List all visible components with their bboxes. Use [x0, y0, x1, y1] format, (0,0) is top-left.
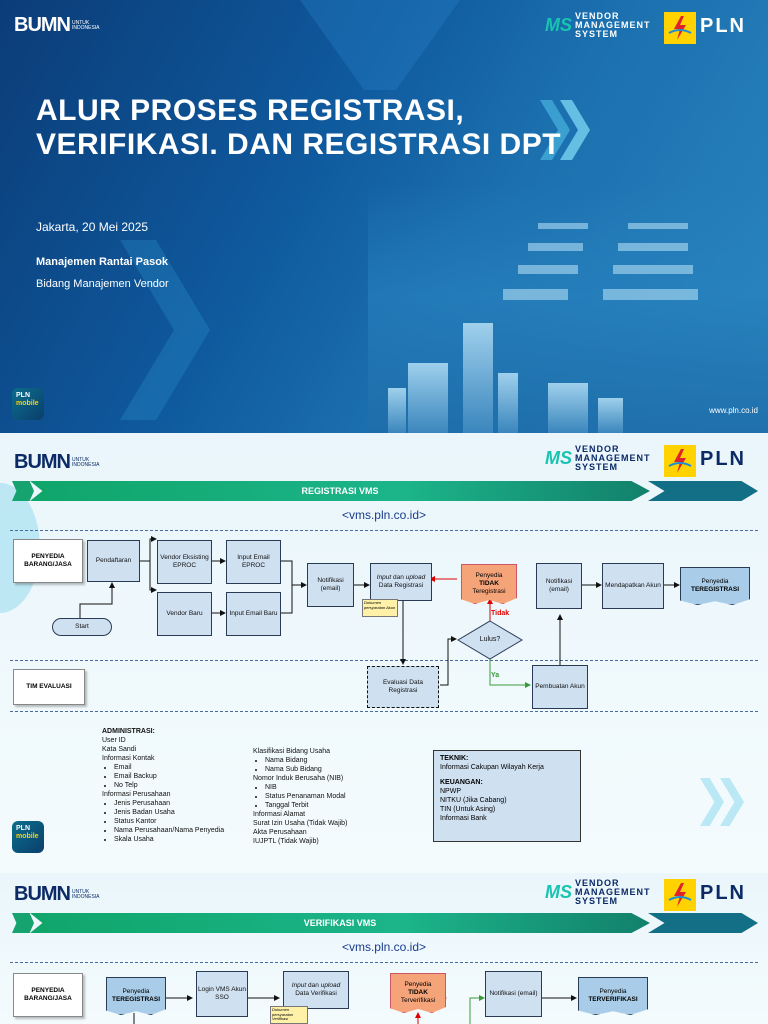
divider: [10, 962, 758, 963]
pln-logo-icon: [664, 879, 696, 911]
node-mendapatkan-akun: Mendapatkan Akun: [602, 563, 664, 609]
node-start: Start: [52, 618, 112, 636]
pln-logo-icon: [664, 445, 696, 477]
list-item: Skala Usaha: [114, 835, 252, 844]
note-dokumen-verifikasi: Dokumen persyaratan Verifikasi: [270, 1006, 308, 1024]
list-heading: Akta Perusahaan: [253, 829, 307, 836]
list-heading: User ID: [102, 737, 126, 744]
node-notifikasi-2: Notifikasi (email): [536, 563, 582, 609]
division-name: Bidang Manajemen Vendor: [36, 278, 169, 290]
list-item: NIB: [265, 783, 403, 792]
node-pendaftaran: Pendaftaran: [87, 540, 140, 582]
node-penyedia-teregistrasi: Penyedia TEREGISTRASI: [680, 567, 750, 605]
list-item: Status Penanaman Modal: [265, 792, 403, 801]
list-heading: Klasifikasi Bidang Usaha: [253, 748, 331, 755]
list-heading: Informasi Perusahaan: [102, 791, 171, 798]
list-item: Nama Sub Bidang: [265, 765, 403, 774]
node-vendor-baru: Vendor Baru: [157, 592, 212, 636]
node-notifikasi: Notifikasi (email): [485, 971, 542, 1017]
list-item: No Telp: [114, 781, 252, 790]
website-url: www.pln.co.id: [709, 406, 758, 415]
divider: [10, 711, 758, 712]
node-vendor-eksisting: Vendor Eksisting EPROC: [157, 540, 212, 584]
list-heading: Informasi Alamat: [253, 811, 306, 818]
node-lulus-decision: Lulus?: [457, 620, 523, 660]
vms-link[interactable]: <vms.pln.co.id>: [341, 508, 427, 522]
banner-chevron-right: [648, 481, 758, 501]
list-item: Tanggal Terbit: [265, 801, 403, 810]
banner-chevron-left: [12, 913, 34, 933]
slide-title: ALUR PROSES REGISTRASI, VERIFIKASI. DAN …: [36, 94, 562, 161]
node-input-email-eproc: Input Email EPROC: [226, 540, 281, 584]
node-login-vms: Login VMS Akun SSO: [196, 971, 248, 1017]
list-heading: Kata Sandi: [102, 746, 137, 753]
banner-chevron-left: [12, 481, 34, 501]
node-penyedia-teregistrasi: Penyedia TEREGISTRASI: [106, 977, 166, 1015]
node-notifikasi: Notifikasi (email): [307, 563, 354, 607]
city-image: [368, 183, 768, 433]
banner-registrasi: REGISTRASI VMS: [30, 481, 650, 501]
pln-logo-icon: [664, 12, 696, 44]
admin-list-col2: Klasifikasi Bidang UsahaNama BidangNama …: [253, 747, 403, 846]
top-shape: [300, 0, 460, 90]
node-input-upload: Input dan upload Data Registrasi: [370, 563, 432, 601]
teknik-keuangan-box: TEKNIK: Informasi Cakupan Wilayah Kerja …: [433, 750, 581, 842]
department-name: Manajemen Rantai Pasok: [36, 256, 169, 268]
list-heading: Informasi Kontak: [102, 755, 155, 762]
list-heading: Surat Izin Usaha (Tidak Wajib): [253, 820, 348, 827]
presentation-date: Jakarta, 20 Mei 2025: [36, 220, 149, 234]
list-item: Nama Perusahaan/Nama Penyedia: [114, 826, 252, 835]
node-pembuatan-akun: Pembuatan Akun: [532, 665, 588, 709]
node-input-upload-verifikasi: Input dan upload Data Verifikasi: [283, 971, 349, 1009]
node-penyedia-tidak-terverifikasi: Penyedia TIDAK Terverifikasi: [390, 973, 446, 1013]
node-penyedia-tidak-teregistrasi: Penyedia TIDAK Teregistrasi: [461, 564, 517, 604]
pln-logo-text: PLN: [700, 882, 746, 904]
node-penyedia-terverifikasi: Penyedia TERVERIFIKASI: [578, 977, 648, 1015]
list-item: Jenis Perusahaan: [114, 799, 252, 808]
banner-chevron-right: [648, 913, 758, 933]
lane-penyedia: PENYEDIA BARANG/JASA: [13, 973, 83, 1017]
list-item: Email: [114, 763, 252, 772]
list-heading: Nomor Induk Berusaha (NIB): [253, 775, 344, 782]
pln-logo-text: PLN: [700, 15, 746, 37]
node-input-email-baru: Input Email Baru: [226, 592, 281, 636]
banner-verifikasi: VERIFIKASI VMS: [30, 913, 650, 933]
list-heading: IUJPTL (Tidak Wajib): [253, 838, 319, 845]
list-item: Jenis Badan Usaha: [114, 808, 252, 817]
list-item: Email Backup: [114, 772, 252, 781]
node-evaluasi: Evaluasi Data Registrasi: [367, 666, 439, 708]
vms-link[interactable]: <vms.pln.co.id>: [341, 940, 427, 954]
pln-logo-text: PLN: [700, 448, 746, 470]
divider: [10, 660, 758, 661]
divider: [10, 530, 758, 531]
lane-penyedia: PENYEDIA BARANG/JASA: [13, 539, 83, 583]
list-item: Nama Bidang: [265, 756, 403, 765]
lane-tim-evaluasi: TIM EVALUASI: [13, 669, 85, 705]
label-ya: Ya: [491, 672, 500, 679]
label-tidak: Tidak: [491, 610, 510, 617]
flow-connectors: [79, 536, 680, 688]
list-item: Status Kantor: [114, 817, 252, 826]
note-dokumen: Dokumen persyaratan Akun: [362, 599, 398, 617]
